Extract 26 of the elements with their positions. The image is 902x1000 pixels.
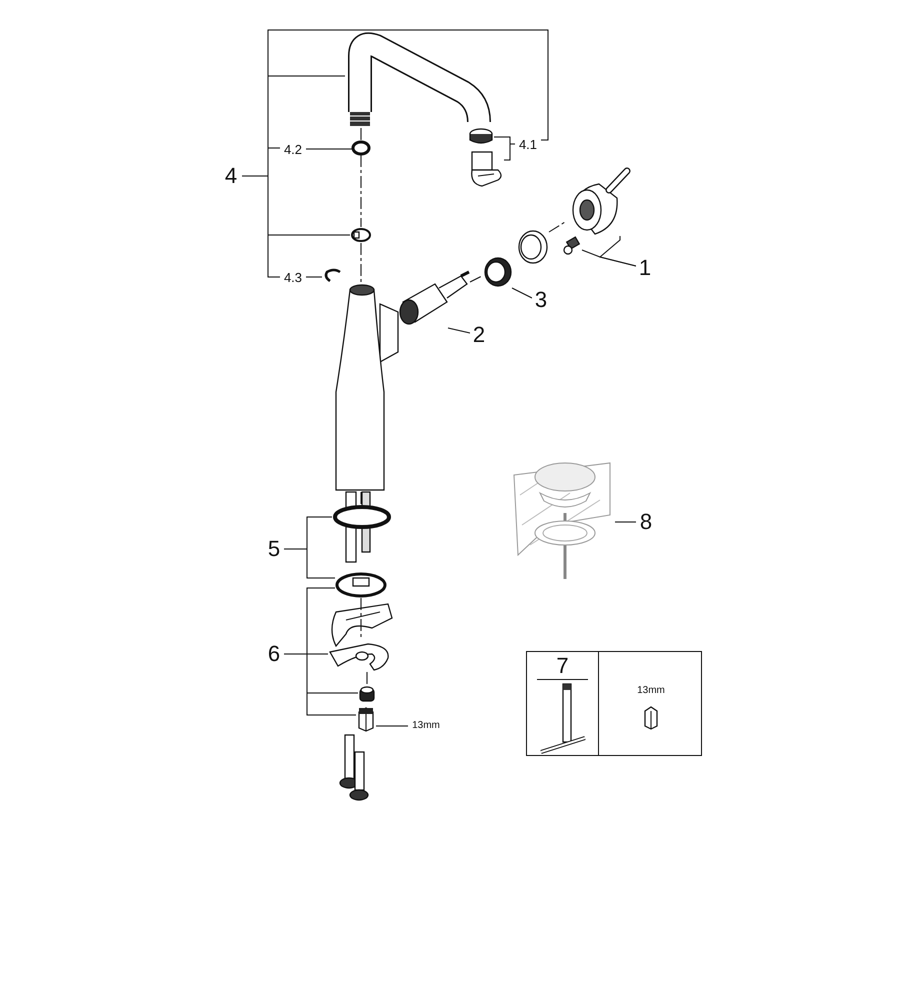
center-axis-line (548, 222, 566, 232)
nut-drawing (358, 686, 376, 702)
leader-line (306, 148, 352, 150)
mounting-ring-drawing (335, 572, 387, 598)
tool-number: 7 (555, 655, 570, 677)
clip-drawing (350, 227, 372, 243)
o-ring-drawing (352, 141, 370, 155)
center-axis-line (470, 276, 482, 282)
leader-line (582, 250, 636, 266)
leader-line (284, 654, 356, 716)
leader-line (448, 328, 470, 334)
center-axis-line (366, 672, 368, 686)
center-axis-line (360, 492, 362, 506)
leader-line (504, 144, 516, 160)
leader-line (306, 276, 322, 278)
tool-box (526, 651, 702, 756)
center-axis-line (360, 128, 362, 142)
washer-drawing (332, 505, 392, 529)
size-label: 13mm (636, 686, 666, 696)
leader-line (512, 288, 532, 298)
leader-line (284, 548, 336, 578)
center-axis-line (360, 242, 362, 282)
hex-nut-drawing (356, 706, 376, 732)
center-axis-line (360, 154, 362, 228)
aerator-drawing (468, 128, 494, 146)
set-screw-drawing (562, 236, 582, 256)
